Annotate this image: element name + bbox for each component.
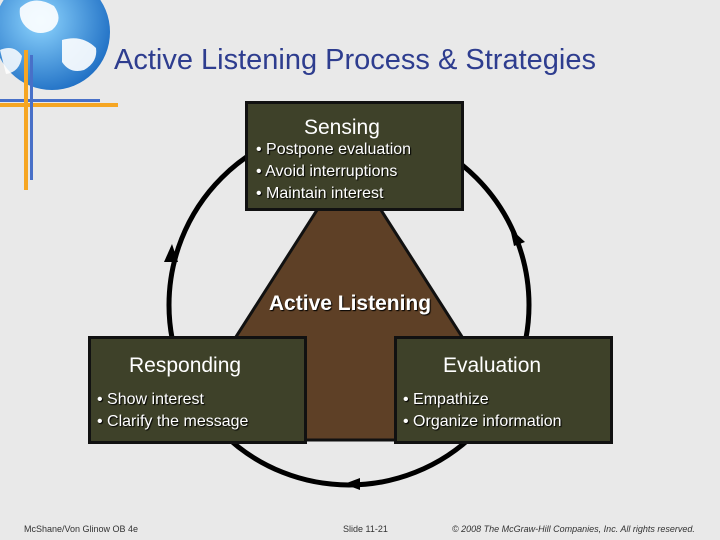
- sensing-title: Sensing: [304, 116, 380, 139]
- responding-title: Responding: [129, 354, 242, 377]
- evaluation-box: Evaluation • Empathize • Organize inform…: [394, 336, 613, 444]
- accent-bar-vertical: [24, 50, 28, 190]
- sensing-box: Sensing • Postpone evaluation • Avoid in…: [245, 101, 464, 211]
- evaluation-title: Evaluation: [443, 354, 542, 377]
- list-item: • Clarify the message: [97, 413, 249, 430]
- evaluation-list: • Empathize • Organize information: [403, 389, 562, 433]
- footer-center: Slide 11-21: [343, 524, 388, 534]
- list-item: • Show interest: [97, 391, 204, 408]
- sensing-list: • Postpone evaluation • Avoid interrupti…: [256, 139, 411, 205]
- list-item: • Avoid interruptions: [256, 163, 398, 180]
- list-item: • Empathize: [403, 391, 489, 408]
- accent-bar-horizontal-blue: [0, 99, 100, 102]
- list-item: • Postpone evaluation: [256, 141, 412, 158]
- footer-left: McShane/Von Glinow OB 4e: [24, 524, 139, 534]
- center-label: Active Listening: [268, 292, 432, 315]
- responding-list: • Show interest • Clarify the message: [97, 389, 248, 433]
- responding-box: Responding • Show interest • Clarify the…: [88, 336, 307, 444]
- slide-title: Active Listening Process & Strategies: [114, 44, 596, 76]
- globe-icon: [0, 0, 110, 90]
- footer-right: © 2008 The McGraw-Hill Companies, Inc. A…: [452, 524, 695, 534]
- list-item: • Maintain interest: [256, 185, 384, 202]
- accent-bar-horizontal: [0, 103, 118, 107]
- list-item: • Organize information: [403, 413, 562, 430]
- accent-bar-vertical-blue: [30, 55, 33, 180]
